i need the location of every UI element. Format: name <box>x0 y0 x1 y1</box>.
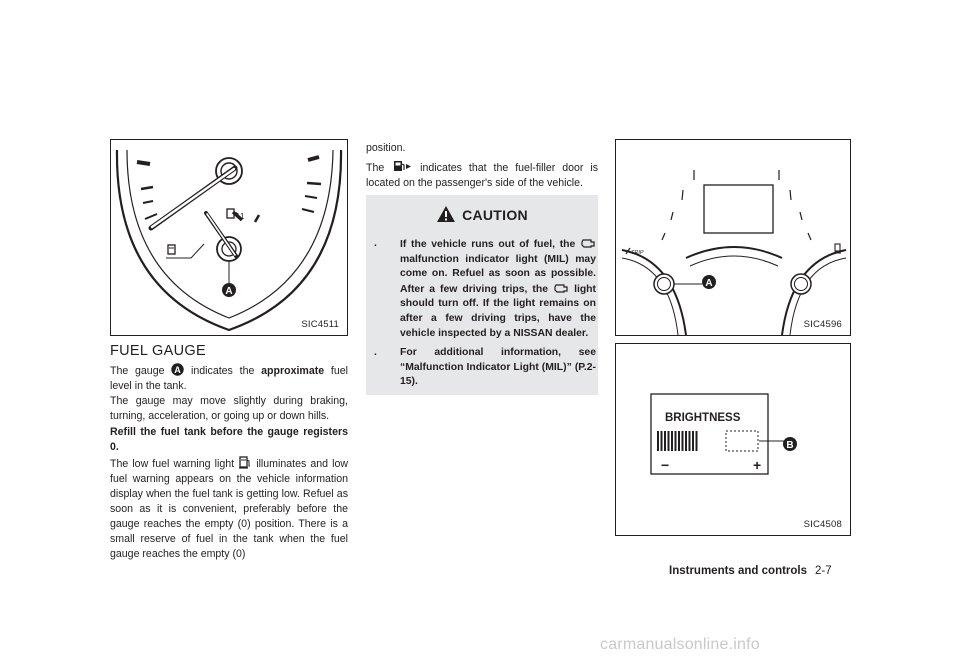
brightness-segment <box>688 431 691 451</box>
paragraph-low-fuel: The low fuel warning light illuminates a… <box>110 456 348 562</box>
footer-section: Instruments and controls <box>669 565 808 577</box>
caution-title: CAUTION <box>366 205 598 223</box>
minus-sign: − <box>661 457 669 473</box>
plus-sign: + <box>753 457 761 473</box>
text-fragment: malfunction indicator light (MIL) may co… <box>400 253 596 295</box>
brightness-segment <box>664 431 666 451</box>
brightness-segment <box>674 431 677 451</box>
brightness-illustration: BRIGHTNESS B − + <box>650 393 797 475</box>
text-fragment: light should turn off. If the light rema… <box>400 283 596 339</box>
page-footer: Instruments and controls 2-7 <box>669 565 832 577</box>
engine-mil-icon <box>581 239 595 248</box>
text-fragment: fuel level in the tank. <box>110 365 349 392</box>
brightness-segment <box>657 431 659 451</box>
figure-brightness: BRIGHTNESS B − + SIC4508 <box>615 343 851 536</box>
fuel-gauge-illustration: 1 A <box>115 149 343 332</box>
text-fragment: indicates the <box>191 365 255 377</box>
paragraph-position: position. <box>366 142 406 154</box>
warning-triangle-icon <box>437 206 456 222</box>
page-number: 2-7 <box>815 565 832 577</box>
brightness-segment <box>685 431 687 451</box>
figure-instrument-cluster: A TRIP SIC4596 <box>615 139 851 336</box>
fuel-filler-door-icon <box>394 161 412 171</box>
engine-mil-icon <box>554 284 568 293</box>
text-fragment: The gauge <box>110 365 165 377</box>
caution-item: . For additional information, see “Malfu… <box>374 346 596 390</box>
emphasis-approximate: approximate <box>261 365 325 377</box>
instrument-cluster-illustration: A TRIP <box>621 170 847 335</box>
brightness-segment <box>671 431 673 451</box>
text-fragment: If the vehicle runs out of fuel, the <box>400 239 576 250</box>
figure-code: SIC4511 <box>301 319 339 330</box>
brightness-segment <box>660 431 663 451</box>
callout-a-icon: A <box>171 363 184 376</box>
brightness-segment <box>667 431 670 451</box>
bullet: . <box>374 238 377 249</box>
figure-fuel-gauge: 1 A SIC4511 <box>110 139 348 336</box>
bullet: . <box>374 347 377 359</box>
watermark: carmanualsonline.info <box>600 636 760 653</box>
text-fragment: illuminates and low fuel warning appears… <box>110 458 348 560</box>
caution-title-text: CAUTION <box>462 207 528 223</box>
callout-b: B <box>786 440 793 451</box>
paragraph-fuel-filler: The indicates that the fuel-filler door … <box>366 160 598 191</box>
callout-a: A <box>705 278 712 289</box>
caution-item: . If the vehicle runs out of fuel, the m… <box>374 237 596 341</box>
low-fuel-warning-icon <box>239 456 251 469</box>
brightness-segment <box>681 431 684 451</box>
paragraph-gauge-indicates: The gauge A indicates the approximate fu… <box>110 363 348 394</box>
text-fragment: For additional information, see “Malfunc… <box>400 347 596 388</box>
paragraph-gauge-move: The gauge may move slightly during braki… <box>110 395 348 422</box>
brightness-segment <box>692 431 694 451</box>
trip-label: TRIP <box>631 250 644 256</box>
brightness-label: BRIGHTNESS <box>665 412 741 424</box>
caution-box: CAUTION . If the vehicle runs out of fue… <box>366 195 598 395</box>
brightness-segment <box>695 431 698 451</box>
figure-code: SIC4596 <box>803 319 842 330</box>
brightness-segment <box>678 431 680 451</box>
section-heading: FUEL GAUGE <box>110 343 206 359</box>
text-fragment: The <box>366 162 385 174</box>
brightness-level-bar <box>657 431 698 451</box>
caution-list: . If the vehicle runs out of fuel, the m… <box>374 237 596 395</box>
callout-a: A <box>225 286 232 297</box>
dial-tick-label: 1 <box>240 212 245 221</box>
text-fragment: The low fuel warning light <box>110 458 235 470</box>
figure-code: SIC4508 <box>803 519 842 530</box>
svg-text:A: A <box>175 365 182 375</box>
text-fragment: indicates that the fuel-filler door is l… <box>366 162 598 189</box>
paragraph-refill: Refill the fuel tank before the gauge re… <box>110 426 348 453</box>
